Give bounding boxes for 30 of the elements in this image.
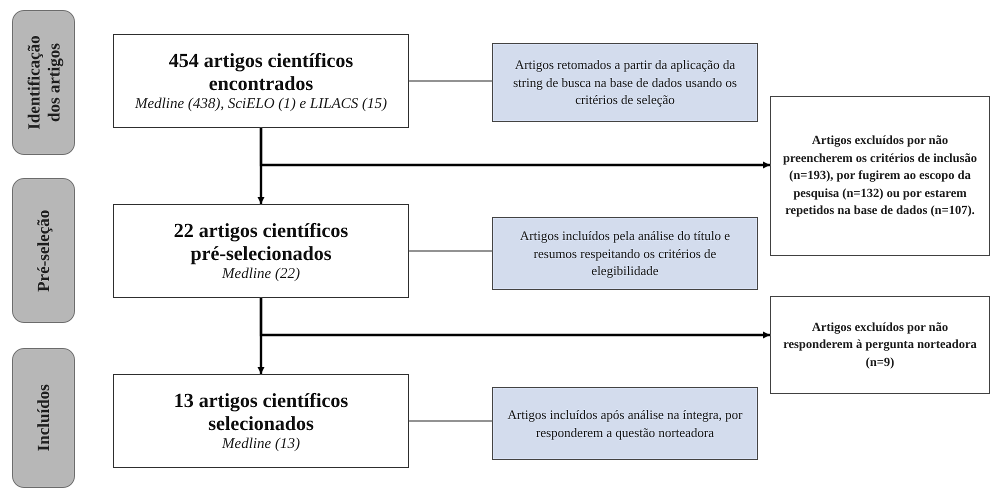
note-text: Artigos retomados a partir da aplicação da string de busca na base de dados usando os critérios de seleção	[512, 56, 738, 109]
stage-label: Identificação dos artigos	[24, 34, 64, 132]
box-heading: 454 artigos científicos encontrados	[168, 50, 354, 96]
note-box	[492, 217, 758, 290]
note-box	[492, 43, 758, 122]
connector-line	[409, 250, 492, 252]
connector-line	[409, 80, 492, 82]
note-box	[492, 387, 758, 460]
box-heading: 13 artigos científicos selecionados	[172, 390, 350, 436]
source-counts: Medline (438), SciELO (1) e LILACS (15)	[134, 96, 388, 112]
exclusion-box	[770, 96, 990, 256]
stage-label-box	[12, 348, 75, 488]
arrow	[260, 298, 770, 338]
stage-label-box	[12, 178, 75, 323]
note-text: Artigos incluídos após análise na íntegra, por responderem a questão norteadora	[506, 406, 744, 442]
note-text: Artigos incluídos pela análise do título e resumos respeitando os critérios de elegibilidade	[518, 227, 732, 280]
source-counts: Medline (22)	[222, 266, 300, 282]
process-box	[113, 204, 409, 298]
process-box	[113, 34, 409, 128]
stage-label: Pré-seleção	[34, 208, 54, 294]
exclusion-box	[770, 296, 990, 394]
exclusion-text: Artigos excluídos por não responderem à pergunta norteadora (n=9)	[782, 318, 978, 371]
box-heading: 22 artigos científicos pré-selecionados	[172, 220, 350, 266]
source-counts: Medline (13)	[222, 436, 300, 452]
connector-line	[409, 420, 492, 422]
process-box	[113, 374, 409, 468]
arrow	[260, 128, 770, 168]
stage-label-box	[12, 10, 75, 155]
stage-label: Incluídos	[34, 383, 54, 454]
exclusion-text: Artigos excluídos por não preencherem os critérios de inclusão (n=193), por fugirem ao escopo da pesquisa (n=132) ou por estarem repetidos na base de dados (n=107).	[782, 132, 978, 220]
